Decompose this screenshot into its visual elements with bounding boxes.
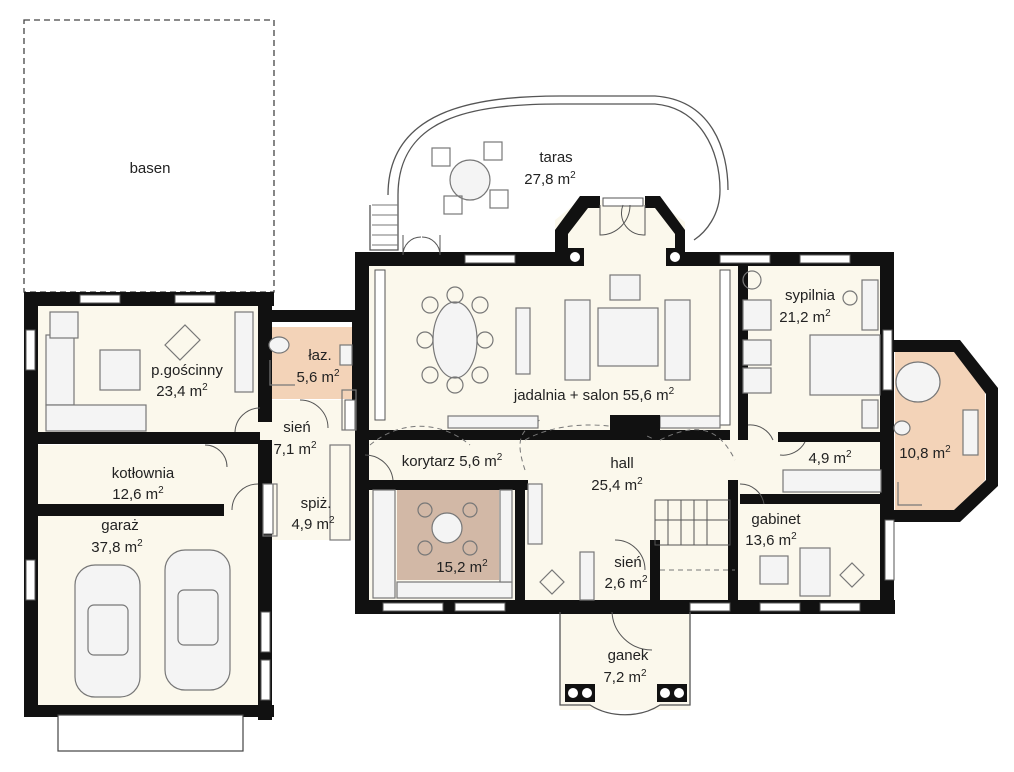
area-garaz: 37,8 m2 — [91, 538, 143, 556]
label-hall: hall — [610, 455, 633, 472]
small-bath-fixtures — [268, 336, 353, 386]
dining-furniture — [416, 286, 531, 394]
porch-outline — [559, 612, 691, 716]
porch-post-dots — [568, 688, 684, 698]
doors — [204, 204, 806, 651]
area-sien2: 2,6 m2 — [604, 574, 648, 592]
label-basen: basen — [130, 160, 171, 177]
area-lazienka: 10,8 m2 — [899, 444, 951, 462]
label-gabinet: gabinet — [751, 511, 801, 528]
area-kotlownia: 12,6 m2 — [112, 485, 164, 503]
label-gosc: p.gościnny — [151, 362, 223, 379]
area-gosc: 23,4 m2 — [156, 382, 208, 400]
area-hall: 25,4 m2 — [591, 476, 643, 494]
study-furniture — [539, 547, 865, 601]
room-labels: basen taras 27,8 m2 p.gościnny 23,4 m2 ł… — [91, 149, 951, 686]
area-sypialnia: 21,2 m2 — [779, 308, 831, 326]
label-taras: taras — [539, 149, 572, 166]
garage-door — [57, 714, 244, 752]
bedroom-furniture — [742, 270, 882, 493]
label-spiz: spiż. — [301, 495, 332, 512]
label-kotlownia: kotłownia — [112, 465, 175, 482]
area-garderoba: 4,9 m2 — [808, 449, 852, 467]
area-kuchnia: 15,2 m2 — [436, 558, 488, 576]
windows — [25, 197, 895, 701]
area-taras: 27,8 m2 — [524, 170, 576, 188]
pool-outline — [23, 19, 275, 293]
floor-bay — [555, 200, 685, 262]
label-laz: łaz. — [308, 347, 331, 364]
label-ganek: ganek — [608, 647, 649, 664]
area-gabinet: 13,6 m2 — [745, 531, 797, 549]
terrace-steps — [372, 204, 398, 246]
guest-room-furniture — [45, 311, 254, 432]
salon-furniture — [447, 248, 721, 435]
kitchen-furniture — [372, 483, 543, 599]
area-laz: 5,6 m2 — [296, 368, 340, 386]
area-ganek: 7,2 m2 — [603, 668, 647, 686]
bath-fixtures — [893, 361, 979, 506]
terrace-inner — [387, 95, 729, 196]
area-spiz: 4,9 m2 — [291, 515, 335, 533]
label-sypialnia: sypilnia — [785, 287, 836, 304]
area-sien1: 7,1 m2 — [273, 440, 317, 458]
label-sien1: sień — [283, 419, 311, 436]
storage-shelves — [262, 389, 357, 541]
floor-boiler — [38, 445, 243, 507]
terrace-furniture — [431, 141, 509, 215]
label-korytarz: korytarz 5,6 m2 — [402, 452, 503, 470]
staircase — [654, 499, 731, 546]
label-sien2: sień — [614, 554, 642, 571]
label-garaz: garaż — [101, 517, 139, 534]
garage-cars — [74, 549, 231, 698]
label-salon: jadalnia + salon 55,6 m2 — [513, 386, 675, 404]
terrace-outline — [369, 103, 721, 251]
